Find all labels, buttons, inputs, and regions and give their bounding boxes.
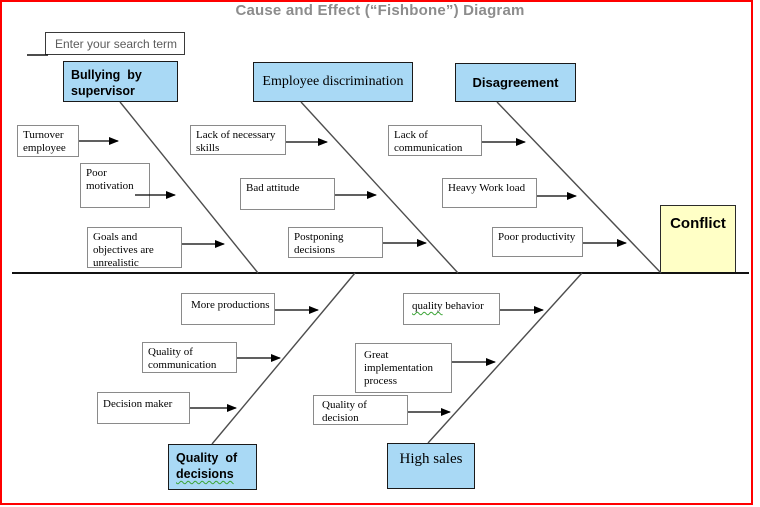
category-label: Quality of bbox=[176, 451, 238, 465]
cause-bad-attitude[interactable]: Bad attitude bbox=[240, 178, 335, 210]
cause-label: Poor motivation bbox=[86, 167, 134, 192]
cause-great-implementation-process[interactable]: Great implementation process bbox=[355, 343, 452, 393]
cause-postponing-decisions[interactable]: Postponing decisions bbox=[288, 227, 383, 258]
cause-label: More productions bbox=[191, 299, 270, 311]
cause-goals-unrealistic[interactable]: Goals and objectives are unrealistic bbox=[87, 227, 182, 269]
cause-label: behavior bbox=[442, 300, 484, 312]
category-high-sales[interactable]: High sales bbox=[387, 443, 475, 489]
cause-lack-of-communication[interactable]: Lack of communication bbox=[388, 125, 482, 156]
cause-quality-of-decision[interactable]: Quality of decision bbox=[313, 395, 408, 425]
cause-quality-of-communication[interactable]: Quality of communication bbox=[142, 342, 237, 373]
cause-label: Turnover employee bbox=[23, 129, 67, 154]
category-employee-discrimination[interactable]: Employee discrimination bbox=[253, 62, 413, 102]
cause-heavy-work-load[interactable]: Heavy Work load bbox=[442, 178, 537, 208]
page-title: Cause and Effect (“Fishbone”) Diagram bbox=[235, 2, 525, 19]
category-label: High sales bbox=[399, 451, 463, 467]
category-label: Employee discrimination bbox=[262, 74, 404, 89]
cause-quality-behavior[interactable]: quality behavior bbox=[403, 293, 500, 325]
cause-label: Goals and objectives are unrealistic bbox=[93, 231, 157, 269]
cause-label: Quality of communication bbox=[148, 346, 217, 371]
category-bullying-by-supervisor[interactable]: Bullying by supervisor bbox=[63, 61, 178, 102]
cause-label: Great implementation process bbox=[364, 349, 436, 387]
cause-poor-productivity[interactable]: Poor productivity bbox=[492, 227, 583, 257]
cause-label-misspelled: quality bbox=[412, 300, 443, 312]
cause-lack-necessary-skills[interactable]: Lack of necessary skills bbox=[190, 125, 286, 155]
effect-label: Conflict bbox=[670, 215, 726, 232]
effect-conflict[interactable]: Conflict bbox=[660, 205, 736, 273]
category-label-misspelled: decisions bbox=[176, 467, 234, 481]
cause-label: Decision maker bbox=[103, 398, 173, 410]
cause-label: Postponing decisions bbox=[294, 231, 347, 256]
cause-poor-motivation[interactable]: Poor motivation bbox=[80, 163, 150, 208]
category-quality-of-decisions[interactable]: Quality of decisions bbox=[168, 444, 257, 490]
category-label: Bullying by supervisor bbox=[71, 68, 142, 98]
cause-label: Heavy Work load bbox=[448, 182, 526, 194]
cause-label: Poor productivity bbox=[498, 231, 576, 243]
cause-more-productions[interactable]: More productions bbox=[181, 293, 275, 325]
search-input[interactable] bbox=[45, 32, 185, 55]
cause-label: Bad attitude bbox=[246, 182, 300, 194]
cause-turnover-employee[interactable]: Turnover employee bbox=[17, 125, 79, 157]
cause-label: Quality of decision bbox=[322, 399, 370, 424]
category-label: Disagreement bbox=[472, 75, 559, 90]
category-disagreement[interactable]: Disagreement bbox=[455, 63, 576, 102]
cause-label: Lack of necessary skills bbox=[196, 129, 279, 154]
cause-decision-maker[interactable]: Decision maker bbox=[97, 392, 190, 424]
cause-label: Lack of communication bbox=[394, 129, 463, 154]
